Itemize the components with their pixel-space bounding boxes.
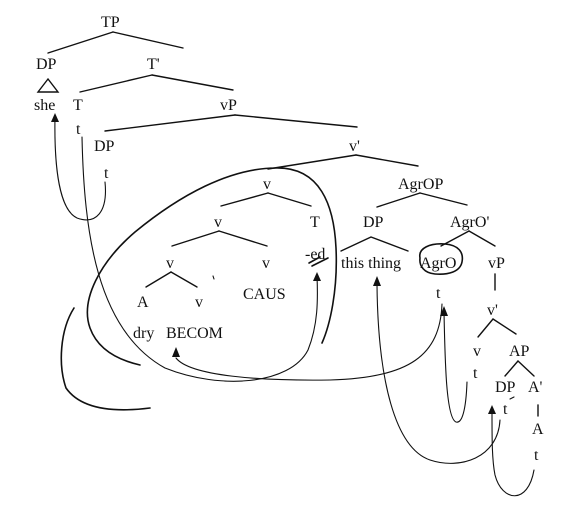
tick-mark-dp [509,396,515,400]
arrowhead-becom [172,347,180,357]
arrowhead-dp-lower [488,405,496,414]
node-trace-t: t [76,121,81,138]
branch-tp-tbar [112,31,184,49]
node-agro-head: AgrO [420,255,456,272]
arrowhead-agro [440,306,448,316]
handdrawn-circle-agro [419,243,464,275]
node-v-complex: v [263,176,271,193]
node-trace-dp: t [104,165,109,182]
node-dry: dry [133,325,154,342]
node-ap: AP [509,343,530,360]
node-dp-subject: DP [36,56,57,73]
tree-labels: TP DP T' she T vP t DP v' t v AgrOP v T … [34,14,544,464]
node-trace-agro: t [436,285,441,302]
arrow-tense-lowering [81,136,318,382]
arrowhead-she [51,113,59,122]
node-a-bar: A' [528,379,543,396]
branch-vbar-agrop [355,154,419,167]
branch-ap-dp [504,360,519,377]
node-vp-upper: vP [220,97,237,114]
node-she: she [34,97,55,114]
node-trace-dp-lower: t [503,401,508,418]
node-becom: BECOM [166,325,223,342]
arrow-a-movement [491,411,535,497]
branch-vbar-v [267,154,357,170]
branch-vp-vbar [234,114,358,128]
hand-annotations [60,167,464,411]
branch-vp-dp [104,114,236,132]
branch-vbarlow-ap [492,318,517,335]
branch-agrop-dp [376,192,421,208]
arrowhead-this-thing [373,276,381,286]
branch-ap-abar [517,360,535,377]
node-v-bar-lower: v' [487,302,498,319]
node-t-bar: T' [147,56,160,73]
node-this-thing: this thing [341,255,401,272]
dp-triangle [36,77,60,93]
node-trace-a-lower: t [534,447,539,464]
node-a-category: A [137,294,149,311]
node-vp-lower: vP [488,255,505,272]
node-trace-v-lower: t [473,365,478,382]
arrow-subject-raising [54,115,107,221]
branch-v-vinner [220,192,269,207]
branch-tbar-vp [151,74,234,91]
node-agrop: AgrOP [398,176,443,193]
node-v-bar: v' [349,138,360,155]
node-dp-lower: DP [495,379,516,396]
branch-v-t [267,192,312,207]
arrow-v-to-agro [443,311,468,423]
node-v-become: v [195,294,203,311]
branch-tbar-t [79,74,153,93]
node-ed-suffix: -ed [305,246,325,263]
node-t-head: T [73,97,83,114]
handdrawn-loop-v-complex [86,167,338,366]
dp-object-triangle [340,236,409,252]
tick-mark-v [212,275,215,280]
arrow-becom-movement [175,303,443,381]
node-dp-spec-vp: DP [94,138,115,155]
node-tp: TP [101,14,120,31]
node-v-head-lower: v [473,343,481,360]
branch-agrop-agrobar [419,192,468,206]
node-dp-object: DP [363,214,384,231]
node-v-inner: v [214,214,222,231]
tree-branches [36,31,539,417]
node-t-tense: T [310,214,320,231]
arrowhead-ed [313,272,321,281]
branch-vbarlow-v [477,318,494,338]
node-agro-bar: AgrO' [450,214,489,231]
arrow-object-movement [376,284,501,464]
node-v-caus: v [262,255,270,272]
handdrawn-curl-left [60,307,151,411]
movement-arrows [51,113,535,497]
branch-vleft-v [170,271,198,288]
branch-vinner-vleft [171,230,220,247]
node-v-low-left: v [166,255,174,272]
branch-agrobar-vp [468,230,496,247]
branch-tp-dp [47,31,114,54]
branch-vleft-a [145,271,172,288]
node-a-lower: A [532,421,544,438]
branch-vinner-vcaus [218,230,268,247]
node-caus: CAUS [243,286,286,303]
handdrawn-scribble-ed [308,256,329,267]
